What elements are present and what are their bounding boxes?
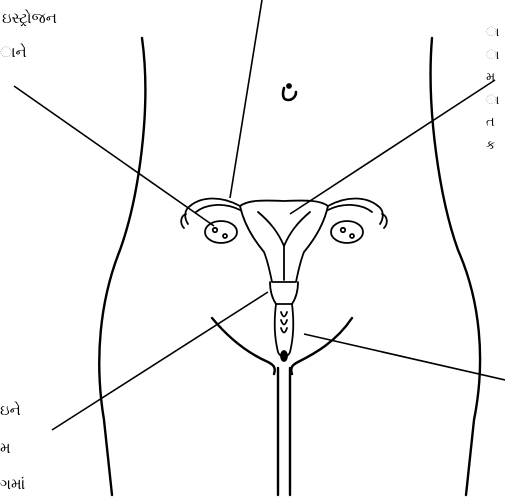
label-top-left-line1: ઇસ્ટ્રોજન	[2, 8, 57, 28]
label-right-line: ત	[486, 112, 499, 135]
label-bottom-left-line2: મ	[0, 438, 11, 458]
label-right-line: મ	[486, 67, 499, 90]
label-bottom-left-line1: ઇને	[0, 400, 21, 420]
reproductive-organs	[181, 199, 387, 362]
groin-crease-right	[291, 318, 352, 374]
groin-crease-left	[212, 318, 275, 374]
navel-mark	[283, 84, 296, 100]
leader-line-bottom-left	[52, 292, 268, 430]
label-right-line: ક	[486, 135, 499, 158]
label-right-line: ા	[486, 45, 499, 68]
label-bottom-left-line3: ગમાં	[0, 474, 25, 494]
label-right-column: ા ા મ ા ત ક	[486, 22, 499, 157]
label-right-line: ા	[486, 90, 499, 113]
body-outline-left	[99, 38, 145, 495]
leader-line-bottom-right	[304, 334, 505, 380]
label-top-left-line2: ાને	[0, 42, 27, 62]
leader-line-left	[14, 86, 214, 226]
label-right-line: ા	[486, 22, 499, 45]
leader-line-right	[290, 80, 495, 214]
leader-line-top	[230, 0, 262, 198]
